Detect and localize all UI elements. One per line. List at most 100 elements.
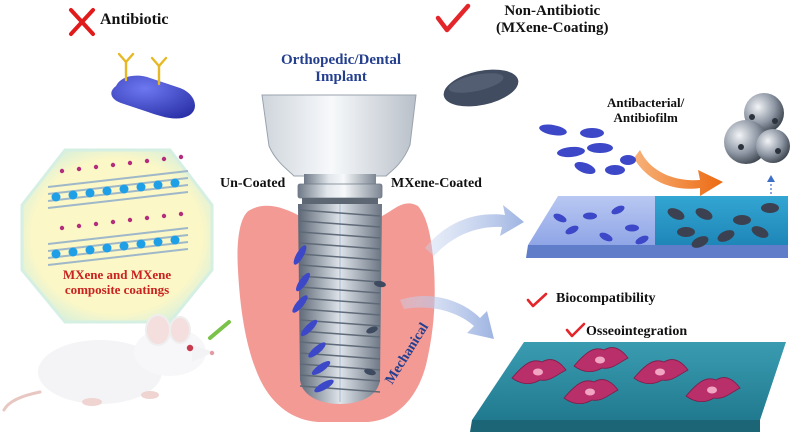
mxene-atom bbox=[51, 192, 61, 202]
thread-line bbox=[299, 297, 381, 305]
bacterium bbox=[539, 124, 567, 136]
platform-bacteria bbox=[553, 203, 779, 248]
bacterium bbox=[296, 272, 310, 292]
mxene-sheet bbox=[47, 191, 189, 209]
mxene-bacterium bbox=[443, 69, 519, 107]
bacterium bbox=[583, 212, 597, 220]
check-icon bbox=[526, 292, 548, 308]
bacterium bbox=[717, 230, 735, 242]
mxene-atom bbox=[119, 241, 129, 251]
implant-title-line2: Implant bbox=[315, 69, 367, 86]
mxene-atom bbox=[68, 190, 78, 200]
antibacterial-label: Antibacterial/ Antibiofilm bbox=[607, 95, 685, 126]
cell-nucleus bbox=[585, 388, 595, 396]
bacterium bbox=[667, 208, 685, 220]
arrow-icon bbox=[400, 296, 494, 339]
thread-line bbox=[299, 275, 381, 283]
thread-line bbox=[299, 385, 381, 393]
cell-nucleus bbox=[655, 368, 665, 376]
bacterium bbox=[677, 227, 695, 237]
bacterium bbox=[580, 128, 604, 138]
mxene-atom bbox=[178, 154, 184, 160]
mxene-atom bbox=[102, 243, 112, 253]
mxene-atom bbox=[178, 211, 184, 217]
mxene-atom bbox=[93, 164, 99, 170]
bacterium bbox=[553, 213, 567, 223]
mxene-atom bbox=[153, 180, 163, 190]
bacterium bbox=[761, 203, 779, 213]
bacterium bbox=[293, 245, 307, 265]
mxene-atom bbox=[153, 237, 163, 247]
non-antibiotic-line2: (MXene-Coating) bbox=[496, 20, 609, 37]
rat-illustration bbox=[2, 314, 215, 412]
antibacterial-platform bbox=[526, 196, 788, 258]
mxene-sheet bbox=[47, 170, 189, 188]
bacterium bbox=[587, 143, 613, 153]
mxene-atom bbox=[161, 213, 167, 219]
mxene-atom bbox=[59, 168, 65, 174]
check-icon bbox=[565, 322, 586, 338]
bacterium bbox=[374, 280, 386, 288]
bacterium bbox=[574, 161, 596, 175]
antibacterial-line1: Antibacterial/ bbox=[607, 95, 685, 110]
mxene-atom bbox=[102, 186, 112, 196]
bacterium bbox=[605, 165, 625, 175]
implant-screw bbox=[298, 204, 382, 404]
mxene-atom bbox=[136, 239, 146, 249]
bacterium bbox=[691, 236, 709, 248]
mxene-atom bbox=[59, 225, 65, 231]
arrow-icon bbox=[634, 150, 723, 196]
thread-line bbox=[299, 330, 381, 338]
composite-coatings-label: MXene and MXene composite coatings bbox=[36, 267, 198, 298]
antibiotic-bacterium bbox=[111, 52, 195, 119]
implant-abutment bbox=[297, 174, 383, 204]
mxene-atom bbox=[76, 166, 82, 172]
mxene-atom bbox=[127, 160, 133, 166]
mxene-atom bbox=[144, 215, 150, 221]
mxene-atom bbox=[85, 245, 95, 255]
bacterium bbox=[751, 226, 769, 238]
composite-line2: composite coatings bbox=[64, 281, 170, 297]
arrow-icon bbox=[425, 205, 524, 256]
bacterium bbox=[599, 232, 613, 242]
bacterium bbox=[366, 326, 378, 334]
non-antibiotic-line1: Non-Antibiotic bbox=[504, 3, 601, 19]
thread-line bbox=[299, 253, 381, 261]
uncoated-label: Un-Coated bbox=[220, 176, 286, 191]
bone-cells bbox=[511, 347, 741, 404]
bacterium bbox=[695, 208, 713, 220]
antibiotic-label: Antibiotic bbox=[100, 11, 169, 28]
antibody-icon bbox=[117, 52, 168, 86]
mxene-atom bbox=[76, 223, 82, 229]
thread-line bbox=[299, 209, 381, 217]
biocompatibility-label: Biocompatibility bbox=[556, 291, 656, 306]
mxene-layer-structure bbox=[47, 154, 189, 266]
cross-icon bbox=[69, 8, 95, 36]
mxene-sheet bbox=[47, 227, 189, 245]
mxene-atom bbox=[161, 156, 167, 162]
thread-line bbox=[299, 264, 381, 272]
mxene-sheet bbox=[47, 248, 189, 266]
thread-line bbox=[299, 374, 381, 382]
biofilm-cluster bbox=[724, 93, 790, 164]
mxene-atom bbox=[93, 221, 99, 227]
uncoated-side-bacteria bbox=[292, 245, 334, 393]
cell-nucleus bbox=[595, 356, 605, 364]
non-antibiotic-label: Non-Antibiotic (MXene-Coating) bbox=[496, 3, 608, 38]
bacterium bbox=[311, 361, 331, 375]
cell-nucleus bbox=[707, 386, 717, 394]
thread-line bbox=[299, 341, 381, 349]
mxene-atom bbox=[85, 188, 95, 198]
bacterium bbox=[620, 155, 636, 165]
mxene-atom bbox=[110, 162, 116, 168]
bacterium bbox=[625, 224, 639, 232]
thread-line bbox=[299, 286, 381, 294]
mxene-atom bbox=[136, 182, 146, 192]
mxene-atom bbox=[51, 249, 61, 259]
osseointegration-label: Osseointegration bbox=[586, 324, 688, 339]
bacterium bbox=[308, 342, 326, 358]
check-icon bbox=[435, 3, 471, 33]
bacterium bbox=[557, 146, 585, 158]
thread-line bbox=[299, 308, 381, 316]
antibacterial-line2: Antibiofilm bbox=[613, 109, 678, 125]
